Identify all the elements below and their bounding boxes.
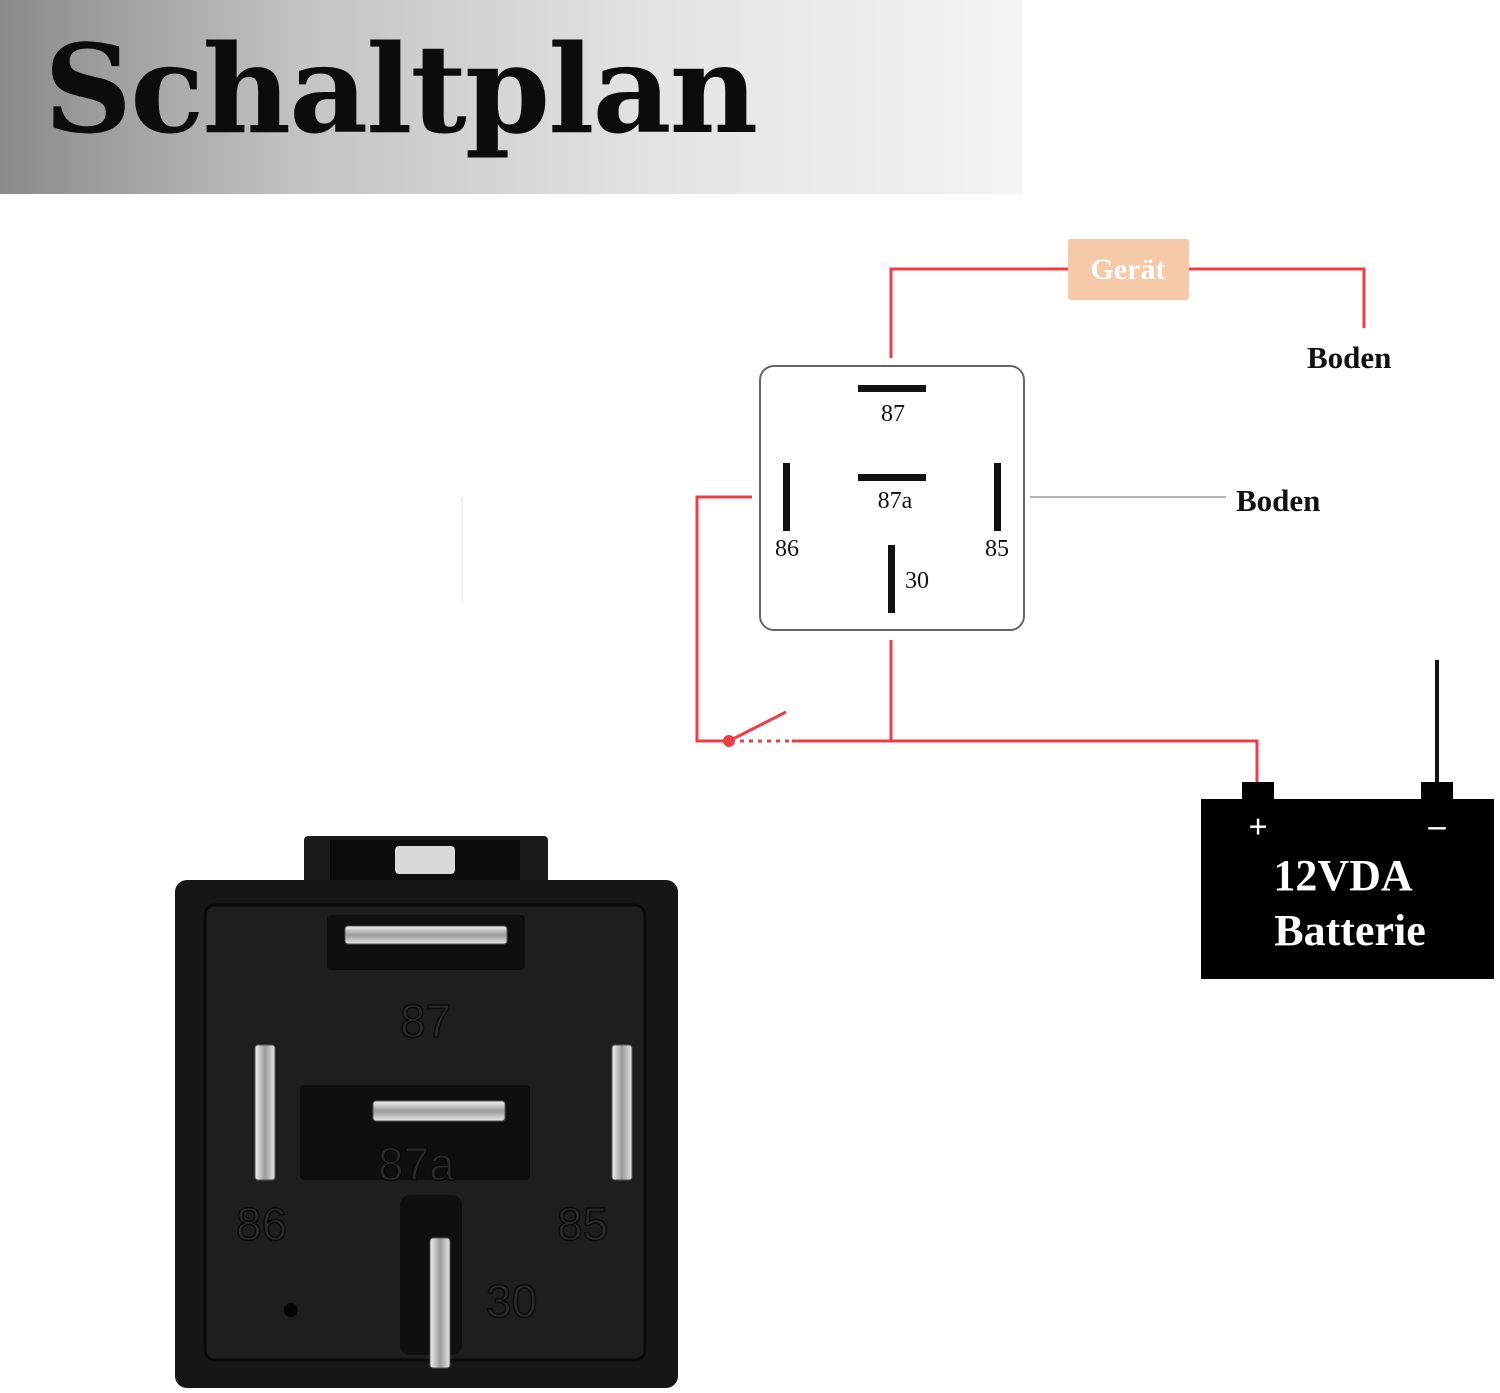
device-label: Gerät bbox=[1091, 253, 1166, 286]
blade-30 bbox=[429, 1237, 451, 1369]
wire-device-to-ground bbox=[1188, 267, 1366, 328]
battery-minus-sign: – bbox=[1428, 807, 1447, 844]
relay-photo-87a-label: 87a bbox=[378, 1138, 455, 1190]
relay-photo-30-label: 30 bbox=[486, 1275, 537, 1327]
blade-85 bbox=[611, 1044, 633, 1181]
blade-87a bbox=[372, 1100, 506, 1122]
pin-86-label: 86 bbox=[775, 536, 799, 562]
switch-lever bbox=[728, 710, 787, 743]
ground-label-mid: Boden bbox=[1236, 483, 1320, 518]
wire-87-to-device bbox=[889, 267, 1068, 358]
device-box: Gerät bbox=[1068, 239, 1189, 300]
page-title: Schaltplan bbox=[44, 17, 758, 161]
battery-plus-terminal bbox=[1242, 782, 1274, 802]
battery: + – 12VDA Batterie bbox=[1201, 660, 1494, 979]
pin-30-label: 30 bbox=[905, 568, 929, 594]
battery-name-label: Batterie bbox=[1274, 906, 1425, 955]
pin-87a-bar bbox=[858, 474, 926, 481]
pin-87a-label: 87a bbox=[878, 488, 913, 514]
relay-photo-87-label: 87 bbox=[400, 995, 451, 1047]
wire-switch-to-battery bbox=[792, 739, 1259, 782]
blade-87 bbox=[344, 925, 508, 945]
battery-body bbox=[1201, 799, 1494, 979]
relay-mount-tab bbox=[304, 836, 548, 888]
relay-photo-85-label: 85 bbox=[557, 1198, 608, 1250]
power-wires bbox=[695, 267, 1366, 782]
blade-86 bbox=[254, 1044, 276, 1181]
switch bbox=[723, 710, 792, 747]
pin-87-label: 87 bbox=[881, 401, 905, 427]
title-banner: Schaltplan bbox=[0, 0, 1022, 194]
wire-86-to-switch bbox=[695, 495, 752, 743]
pin-85-bar bbox=[994, 463, 1001, 531]
pin-86-bar bbox=[783, 463, 790, 531]
battery-voltage-label: 12VDA bbox=[1273, 851, 1413, 900]
pin-87-bar bbox=[858, 385, 926, 392]
battery-plus-sign: + bbox=[1248, 809, 1267, 846]
relay-photo-86-label: 86 bbox=[236, 1198, 287, 1250]
relay-schematic: 87 87a 86 85 30 bbox=[759, 365, 1025, 631]
relay-dot bbox=[284, 1303, 298, 1317]
pin-85-label: 85 bbox=[985, 536, 1009, 562]
battery-minus-terminal bbox=[1421, 782, 1453, 802]
pin-30-bar bbox=[888, 545, 895, 613]
ground-label-top: Boden bbox=[1307, 340, 1391, 375]
